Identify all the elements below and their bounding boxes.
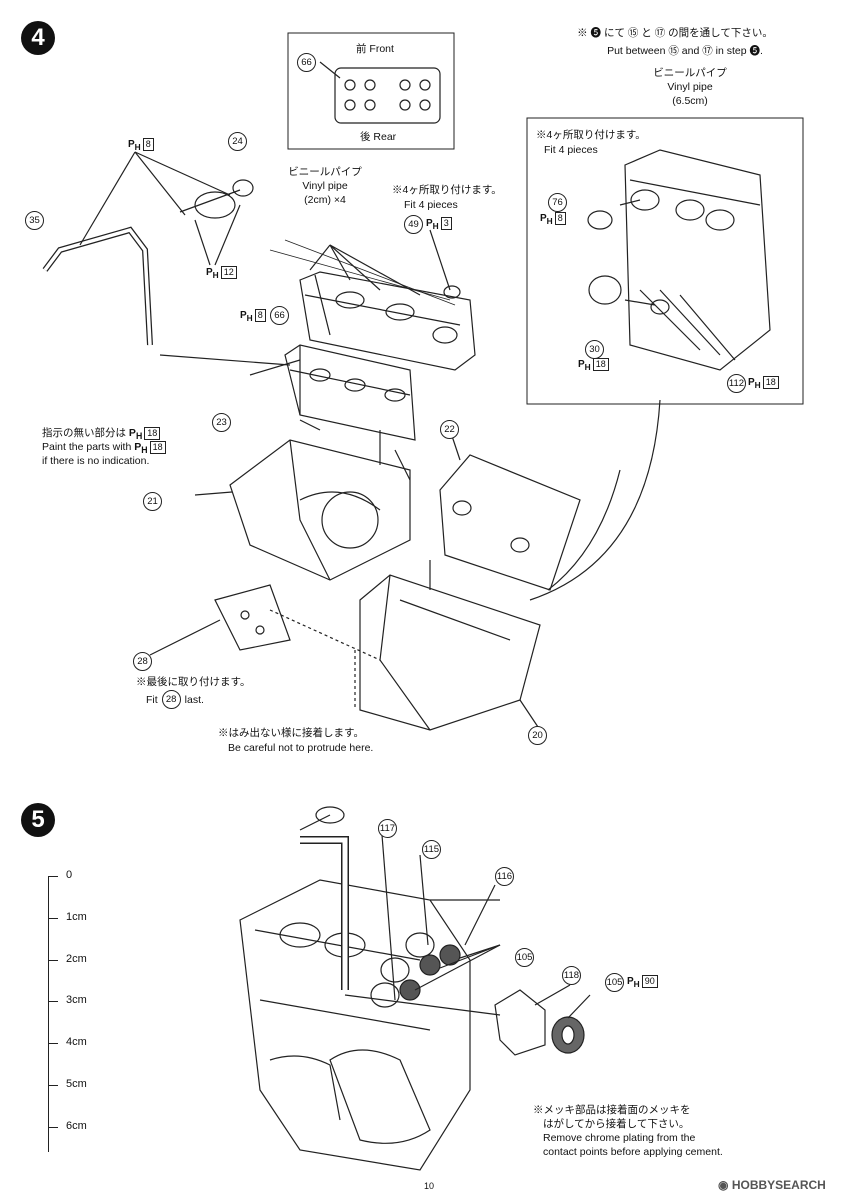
- scale-label-1: 1cm: [66, 911, 87, 923]
- inset-note-jp: ※ ❺ にて ⑮ と ⑰ の間を通して下さい。: [577, 27, 773, 39]
- part-105-b: 105: [605, 973, 624, 992]
- inset-note-en: Put between ⑮ and ⑰ in step ❺.: [607, 45, 763, 57]
- part-28: 28: [133, 652, 152, 671]
- watermark-logo-icon: ◉: [718, 1178, 729, 1192]
- part-117: 117: [378, 819, 397, 838]
- scale-label-5: 5cm: [66, 1078, 87, 1090]
- part-49: 49: [404, 215, 423, 234]
- part-24: 24: [228, 132, 247, 151]
- fit-last-en: Fit 28 last.: [146, 690, 204, 709]
- scale-tick-4: [48, 1043, 58, 1044]
- chrome-note-jp1: ※メッキ部品は接着面のメッキを: [533, 1104, 691, 1116]
- scale-label-4: 4cm: [66, 1036, 87, 1048]
- vinyl-pipe-len: (2cm) ×4: [304, 194, 346, 206]
- scale-label-2: 2cm: [66, 953, 87, 965]
- part-30: 30: [585, 340, 604, 359]
- scale-label-6: 6cm: [66, 1120, 87, 1132]
- paint-note-en2: if there is no indication.: [42, 455, 150, 467]
- scale-label-0: 0: [66, 869, 73, 881]
- protrude-jp: ※はみ出ない様に接着します。: [218, 727, 364, 739]
- part-112: 112: [727, 374, 746, 393]
- part-105-a: 105: [515, 948, 534, 967]
- step-5-number: 5: [31, 806, 45, 833]
- watermark: ◉ HOBBYSEARCH: [718, 1178, 826, 1192]
- part-76: 76: [548, 193, 567, 212]
- scale-tick-2: [48, 960, 58, 961]
- vinyl-pipe-en: Vinyl pipe: [302, 180, 348, 192]
- front-label: 前 Front: [356, 43, 394, 55]
- chrome-note-en2: contact points before applying cement.: [543, 1146, 723, 1158]
- inset-fit4-jp: ※4ヶ所取り付けます。: [536, 129, 646, 141]
- step-4-badge: 4: [21, 21, 55, 55]
- part-35: 35: [25, 211, 44, 230]
- step-4-number: 4: [31, 24, 45, 51]
- part-116: 116: [495, 867, 514, 886]
- part-20: 20: [528, 726, 547, 745]
- page-number: 10: [424, 1181, 435, 1191]
- part-66: 66: [270, 306, 289, 325]
- fit-last-jp: ※最後に取り付けます。: [136, 676, 251, 688]
- fit-last-part: 28: [161, 690, 181, 709]
- scale-tick-3: [48, 1001, 58, 1002]
- inset-vinyl-en: Vinyl pipe: [667, 81, 713, 93]
- inset-fit4-en: Fit 4 pieces: [544, 144, 598, 156]
- part-22: 22: [440, 420, 459, 439]
- part-66-inset: 66: [297, 53, 316, 72]
- part-115: 115: [422, 840, 441, 859]
- chrome-note-jp2: はがしてから接着して下さい。: [543, 1118, 690, 1130]
- part-23: 23: [212, 413, 231, 432]
- scale-tick-0: [48, 876, 58, 877]
- step-5-badge: 5: [21, 803, 55, 837]
- protrude-en: Be careful not to protrude here.: [228, 742, 374, 754]
- vinyl-pipe-jp: ビニールパイプ: [288, 166, 362, 178]
- fit4-jp: ※4ヶ所取り付けます。: [392, 184, 502, 196]
- part-118: 118: [562, 966, 581, 985]
- part-21: 21: [143, 492, 162, 511]
- chrome-note-en1: Remove chrome plating from the: [543, 1132, 696, 1144]
- scale-tick-5: [48, 1085, 58, 1086]
- rear-label: 後 Rear: [360, 131, 397, 143]
- scale-label-3: 3cm: [66, 994, 87, 1006]
- inset-vinyl-jp: ビニールパイプ: [653, 67, 727, 79]
- fit4-en: Fit 4 pieces: [404, 199, 458, 211]
- inset-vinyl-len: (6.5cm): [672, 95, 708, 107]
- scale-tick-1: [48, 918, 58, 919]
- scale-tick-6: [48, 1127, 58, 1128]
